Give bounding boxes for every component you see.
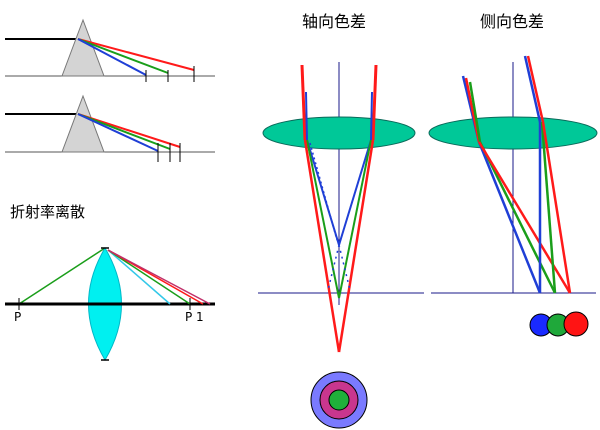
prism-dispersion-2 bbox=[5, 94, 215, 162]
lateral-right-blue-in bbox=[523, 55, 542, 123]
point-p-label: P bbox=[14, 310, 22, 324]
prism2-shape bbox=[61, 94, 105, 153]
axial-blur-green bbox=[328, 389, 350, 411]
lateral-left-green-out bbox=[478, 141, 557, 294]
axial-blue-dotted-right bbox=[338, 244, 351, 291]
lateral-left-green-in bbox=[468, 81, 482, 143]
axial-right-blue-in bbox=[370, 91, 373, 141]
lens-green-ray-out bbox=[107, 249, 191, 305]
axial-left-red-out bbox=[303, 139, 341, 353]
lateral-right-red-in bbox=[526, 55, 545, 123]
axial-right-red-out bbox=[337, 139, 375, 353]
lateral-aberration bbox=[428, 55, 598, 337]
lateral-left-red-in bbox=[464, 77, 481, 143]
axial-blue-dotted-left bbox=[327, 244, 340, 291]
axial-right-green-out bbox=[338, 139, 372, 299]
axial-blue-dotted-lens-left bbox=[309, 142, 338, 241]
lateral-aberration-title: 侧向色差 bbox=[480, 12, 545, 31]
lateral-right-red-out bbox=[541, 121, 572, 294]
lateral-left-red-out bbox=[477, 141, 572, 294]
prism2-green-ray bbox=[77, 113, 171, 150]
lateral-left-blue-out bbox=[477, 141, 542, 294]
prism1-blue-ray bbox=[77, 38, 147, 76]
lens-green-ray-in bbox=[18, 247, 106, 305]
lens-cyan-ray bbox=[107, 249, 171, 305]
axial-left-red-in bbox=[300, 64, 307, 141]
point-p1-label: P 1 bbox=[185, 310, 204, 324]
refractive-dispersion-title: 折射率离散 bbox=[10, 203, 86, 221]
lateral-right-green-out bbox=[540, 121, 557, 294]
prism1-green-ray bbox=[77, 38, 169, 74]
lateral-spot-red bbox=[563, 311, 589, 337]
axial-left-green-out bbox=[306, 139, 340, 299]
axial-aberration-title: 轴向色差 bbox=[302, 12, 367, 31]
axial-left-blue-in bbox=[305, 91, 308, 141]
axial-right-red-in bbox=[371, 64, 378, 141]
prism1-shape bbox=[61, 18, 105, 77]
axial-right-blue-out bbox=[338, 139, 372, 246]
lens-magenta-ray bbox=[107, 249, 211, 305]
axial-aberration bbox=[258, 62, 424, 429]
prism2-blue-ray bbox=[77, 113, 159, 152]
lateral-lens bbox=[428, 116, 598, 150]
lens-dispersion bbox=[5, 247, 215, 361]
axial-lens bbox=[262, 116, 416, 150]
prism-dispersion-1 bbox=[5, 18, 215, 82]
prism1-red-ray bbox=[77, 38, 195, 71]
